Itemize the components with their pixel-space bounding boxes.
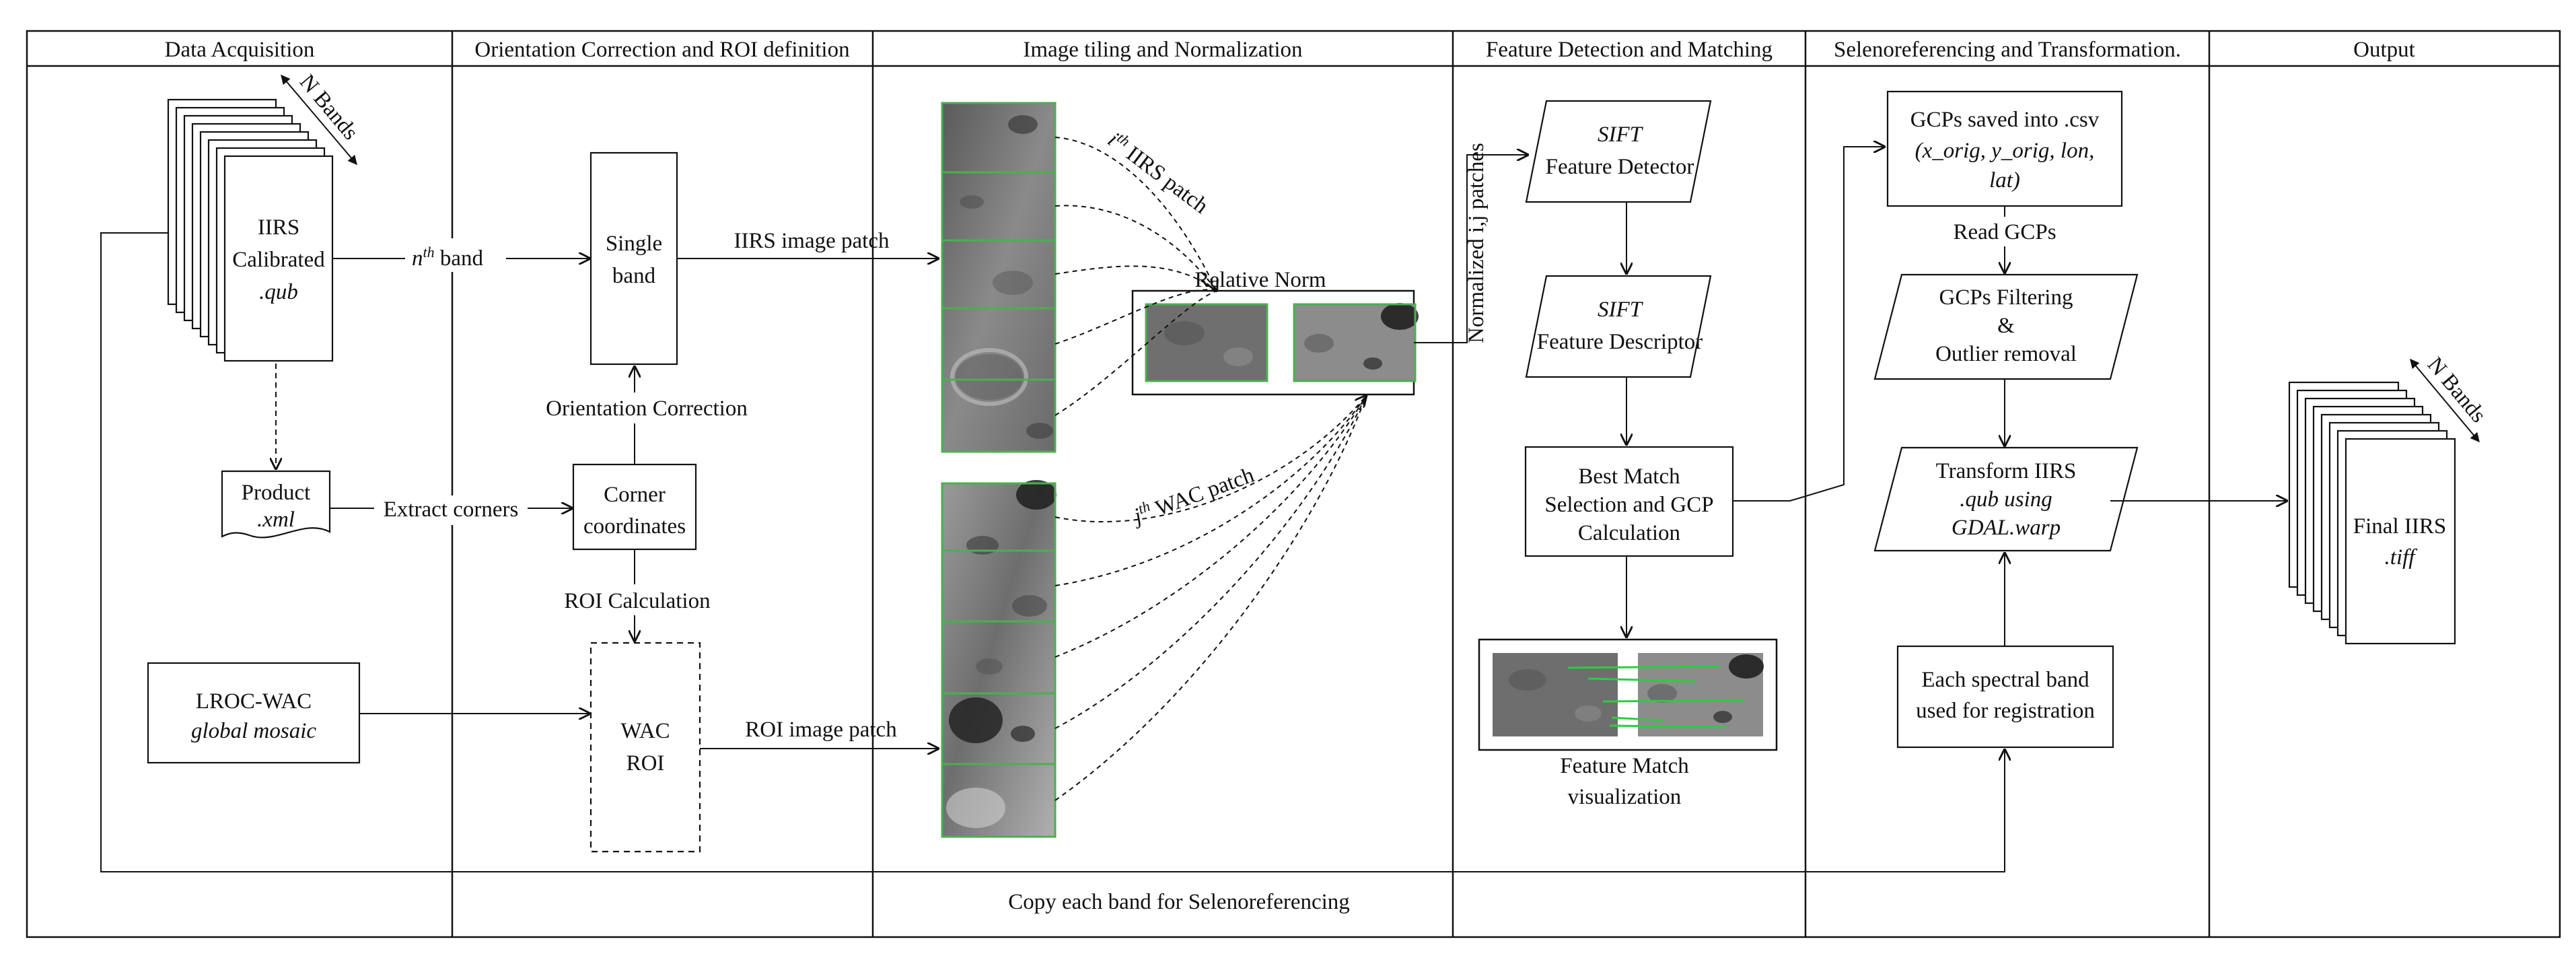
header-orientation-correction: Orientation Correction and ROI definitio… <box>474 38 849 62</box>
n-bands-arrow <box>281 74 357 166</box>
header-selenoreferencing: Selenoreferencing and Transformation. <box>1834 38 2181 62</box>
svg-text:LROC-WAC: LROC-WAC <box>196 689 312 714</box>
wac-patch-curves <box>1054 396 1366 801</box>
sift-detector-node <box>1525 100 1712 203</box>
svg-text:ROI: ROI <box>627 751 665 776</box>
transform-iirs-label: Transform IIRS .qub using GDAL.warp <box>1936 459 2077 540</box>
wac-roi-node <box>589 642 701 853</box>
corner-coordinates-label: Corner coordinates <box>583 483 686 539</box>
svg-text:used for registration: used for registration <box>1916 699 2095 723</box>
svg-text:.xml: .xml <box>257 508 295 532</box>
gcps-saved-node <box>1886 90 2123 207</box>
svg-text:GCPs Filtering: GCPs Filtering <box>1939 285 2073 310</box>
svg-text:Calibrated: Calibrated <box>232 248 325 272</box>
sift-descriptor-node <box>1525 275 1712 378</box>
best-match-to-gcps-arrow <box>1733 147 1884 502</box>
svg-text:GCPs saved into .csv: GCPs saved into .csv <box>1910 108 2100 132</box>
svg-text:(x_orig, y_orig, lon,: (x_orig, y_orig, lon, <box>1915 139 2095 163</box>
svg-text:WAC: WAC <box>620 719 670 743</box>
svg-text:.qub: .qub <box>259 280 298 304</box>
svg-text:band: band <box>612 264 656 288</box>
svg-text:Best Match: Best Match <box>1578 464 1680 489</box>
column-headers: Data Acquisition Orientation Correction … <box>165 38 2415 62</box>
header-data-acquisition: Data Acquisition <box>165 38 315 62</box>
iirs-patch-strip <box>941 102 1057 453</box>
svg-text:SIFT: SIFT <box>1598 123 1644 147</box>
lroc-wac-label: LROC-WAC global mosaic <box>191 689 316 743</box>
svg-text:Corner: Corner <box>604 483 666 507</box>
svg-text:IIRS: IIRS <box>258 215 299 240</box>
jth-wac-patch-label: jth WAC patch <box>1127 460 1258 530</box>
lroc-wac-node <box>147 662 361 764</box>
svg-text:visualization: visualization <box>1568 785 1682 809</box>
svg-text:Product: Product <box>242 481 311 505</box>
wac-patch-strip <box>941 480 1057 838</box>
transform-iirs-node <box>1873 446 2139 552</box>
svg-text:Final IIRS: Final IIRS <box>2353 514 2446 539</box>
header-image-tiling: Image tiling and Normalization <box>1023 38 1302 62</box>
final-iirs-stack <box>2288 381 2456 645</box>
normalized-patches-label: Normalized i,j patches <box>1464 143 1489 343</box>
svg-text:Feature Detector: Feature Detector <box>1546 155 1694 179</box>
feature-match-viz-image <box>1493 653 1764 736</box>
svg-text:Calculation: Calculation <box>1578 521 1680 545</box>
best-match-label: Best Match Selection and GCP Calculation <box>1544 464 1713 545</box>
relative-norm-wac-thumb <box>1293 303 1419 382</box>
final-iirs-label: Final IIRS .tiff <box>2353 514 2446 570</box>
wac-roi-label: WAC ROI <box>620 719 670 776</box>
output-n-bands-arrow <box>2410 358 2480 443</box>
svg-text:Transform IIRS: Transform IIRS <box>1936 459 2077 483</box>
single-band-node <box>589 151 678 366</box>
svg-text:Feature Descriptor: Feature Descriptor <box>1537 330 1703 354</box>
svg-text:Outlier removal: Outlier removal <box>1935 342 2077 366</box>
product-xml-label: Product .xml <box>242 481 311 532</box>
nth-band-label: nth band <box>412 244 484 271</box>
orientation-correction-label: Orientation Correction <box>546 397 748 421</box>
single-band-label: Single band <box>606 232 662 288</box>
gcps-filtering-label: GCPs Filtering & Outlier removal <box>1935 285 2077 366</box>
svg-text:.qub using: .qub using <box>1960 487 2052 512</box>
svg-text:Single: Single <box>606 232 662 256</box>
extract-corners-label: Extract corners <box>384 497 519 522</box>
ith-iirs-patch-label: ith IIRS patch <box>1103 125 1215 219</box>
svg-text:SIFT: SIFT <box>1598 298 1644 322</box>
iirs-image-patch-label: IIRS image patch <box>734 229 890 253</box>
product-xml-node <box>221 470 331 539</box>
svg-text:&: & <box>1997 314 2015 338</box>
copy-each-band-label: Copy each band for Selenoreferencing <box>1008 890 1350 914</box>
iirs-band-stack <box>167 98 334 362</box>
copy-each-band-loop <box>100 232 2005 872</box>
gcps-filtering-node <box>1873 273 2139 380</box>
svg-text:Selection and GCP: Selection and GCP <box>1544 493 1713 517</box>
sift-detector-label: SIFT Feature Detector <box>1546 123 1694 179</box>
svg-text:Feature Match: Feature Match <box>1560 754 1689 778</box>
svg-text:global mosaic: global mosaic <box>191 719 316 743</box>
output-n-bands-label: N Bands <box>2423 353 2491 427</box>
header-output: Output <box>2353 38 2415 62</box>
relative-norm-iirs-thumb <box>1145 303 1268 382</box>
svg-text:Each spectral band: Each spectral band <box>1921 668 2089 692</box>
each-spectral-band-node <box>1896 645 2114 749</box>
gcps-saved-label: GCPs saved into .csv (x_orig, y_orig, lo… <box>1910 108 2100 193</box>
iirs-calibrated-label: IIRS Calibrated .qub <box>232 215 325 304</box>
roi-image-patch-label: ROI image patch <box>745 718 897 742</box>
svg-text:GDAL.warp: GDAL.warp <box>1952 516 2061 540</box>
roi-calculation-label: ROI Calculation <box>564 589 710 613</box>
header-feature-detection: Feature Detection and Matching <box>1486 38 1773 62</box>
svg-text:coordinates: coordinates <box>583 514 686 539</box>
read-gcps-label: Read GCPs <box>1953 220 2056 244</box>
each-spectral-band-label: Each spectral band used for registration <box>1916 668 2095 723</box>
sift-descriptor-label: SIFT Feature Descriptor <box>1537 298 1703 354</box>
feature-match-viz-label: Feature Match visualization <box>1560 754 1689 809</box>
iirs-patch-curves <box>1054 137 1217 416</box>
svg-text:lat): lat) <box>1989 168 2020 193</box>
svg-text:.tiff: .tiff <box>2385 545 2418 570</box>
norm-to-sift-connector <box>1414 155 1528 343</box>
frame <box>26 30 2561 938</box>
